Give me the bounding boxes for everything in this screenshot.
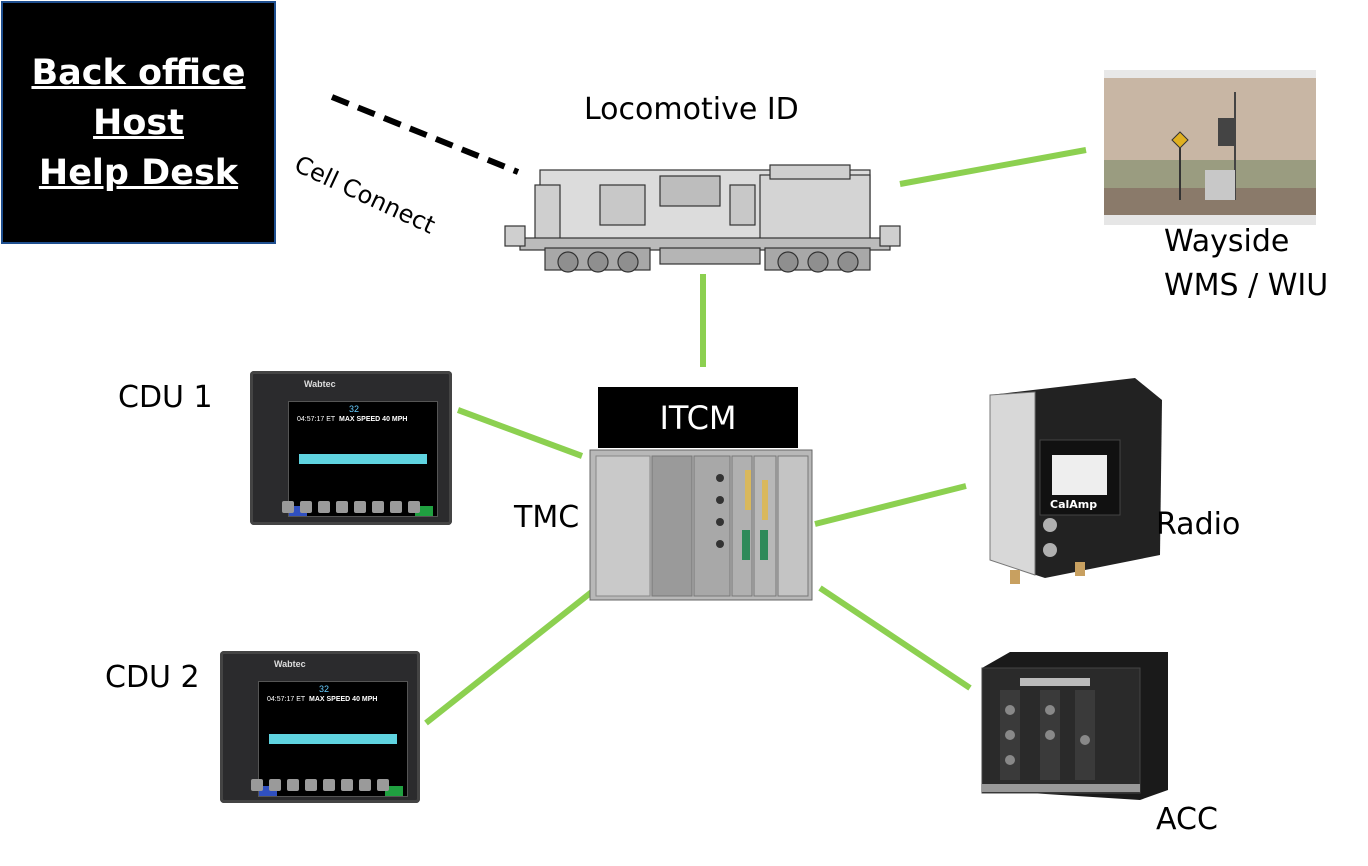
cdu1-track-bar <box>299 454 427 464</box>
cdu2-track-bar <box>269 734 397 744</box>
tmc-radio-link <box>814 483 967 527</box>
itcm-label-box: ITCM <box>598 387 798 448</box>
tmc-label: TMC <box>514 500 580 535</box>
cdu1-soft-key <box>289 506 307 516</box>
help-desk-label: Help Desk <box>38 152 239 193</box>
cdu1-image: Wabtec 32 04:57:17 ET MAX SPEED 40 MPH <box>250 371 452 525</box>
radio-brand: CalAmp <box>1050 498 1098 511</box>
cdu2-brand: Wabtec <box>274 659 306 669</box>
cdu2-soft-key <box>259 786 277 796</box>
radio-image <box>989 378 1162 584</box>
tmc-acc-link <box>818 585 972 691</box>
cdu2-time: 04:57:17 ET <box>267 696 306 703</box>
cdu1-screen: 32 04:57:17 ET MAX SPEED 40 MPH <box>288 401 438 517</box>
cdu1-tmc-link <box>456 407 584 459</box>
cdu1-soft-key-green <box>415 506 433 516</box>
cdu1-buttons <box>270 501 432 515</box>
back-office-box: Back office Host Help Desk <box>1 1 276 244</box>
cdu2-speed: 32 <box>319 684 330 694</box>
tmc-image <box>589 449 813 601</box>
acc-image <box>981 652 1168 800</box>
locomotive-image <box>504 164 901 273</box>
cell-connect-link <box>330 94 520 175</box>
acc-label: ACC <box>1156 802 1218 837</box>
cdu2-label: CDU 2 <box>105 660 200 695</box>
wms-wiu-label: WMS / WIU <box>1164 268 1329 303</box>
radio-label: Radio <box>1156 507 1241 542</box>
cdu1-brand: Wabtec <box>304 379 336 389</box>
wayside-label: Wayside <box>1164 224 1290 259</box>
cdu2-image: Wabtec 32 04:57:17 ET MAX SPEED 40 MPH <box>220 651 420 803</box>
itcm-label: ITCM <box>659 398 737 437</box>
cdu2-max-speed: MAX SPEED 40 MPH <box>309 696 378 703</box>
cdu1-max-speed: MAX SPEED 40 MPH <box>339 416 408 423</box>
back-office-label: Back office <box>31 52 246 93</box>
cdu1-label: CDU 1 <box>118 380 213 415</box>
cdu2-screen: 32 04:57:17 ET MAX SPEED 40 MPH <box>258 681 408 797</box>
cdu1-time: 04:57:17 ET <box>297 416 336 423</box>
cdu1-speed: 32 <box>349 404 360 414</box>
loco-wayside-link <box>899 147 1087 187</box>
cdu2-tmc-link <box>424 584 600 726</box>
cdu2-buttons <box>240 779 400 793</box>
wayside-image <box>1104 70 1316 225</box>
cdu2-soft-key-green <box>385 786 403 796</box>
locomotive-id-label: Locomotive ID <box>584 92 799 127</box>
host-label: Host <box>93 102 184 143</box>
